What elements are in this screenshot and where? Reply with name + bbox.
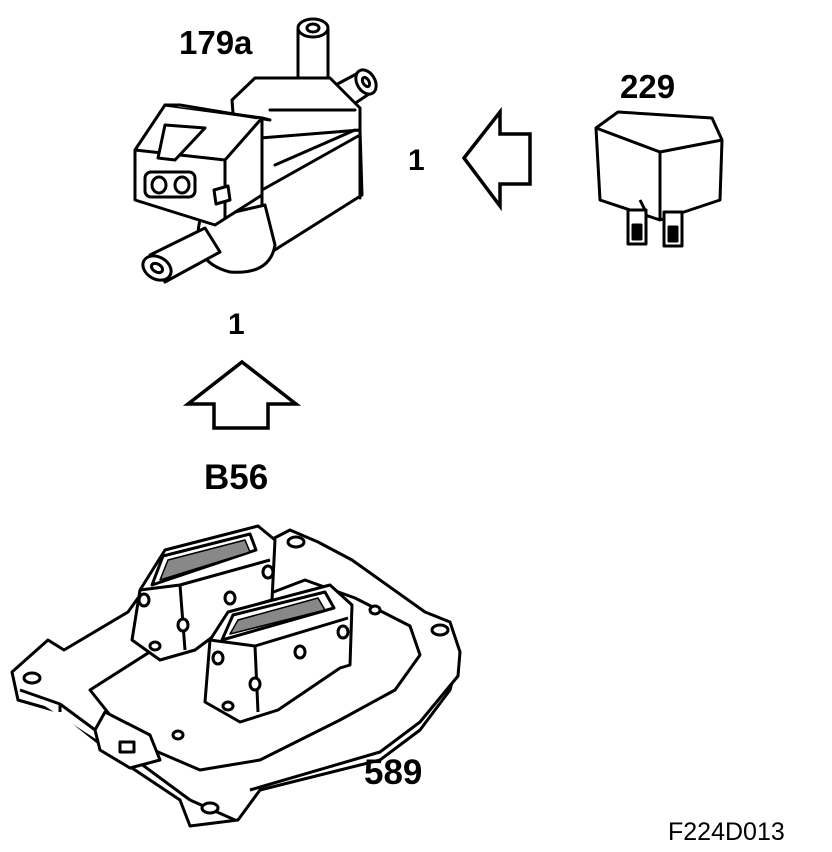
outline-arrow-left-icon [461, 106, 532, 212]
relay-icon [594, 110, 724, 248]
solenoid-valve-icon [133, 17, 378, 284]
ecu-to-valve-label: 1 [228, 308, 245, 341]
relay-to-valve-label: 1 [408, 144, 425, 177]
valve-label: 179a [179, 24, 253, 61]
control-module-icon [10, 524, 462, 828]
outline-arrow-up-icon [182, 359, 302, 430]
relay-label: 229 [620, 68, 676, 105]
ecu-connector-label: B56 [204, 458, 269, 497]
ecu-label: 589 [364, 753, 423, 792]
figure-code: F224D013 [668, 818, 785, 846]
